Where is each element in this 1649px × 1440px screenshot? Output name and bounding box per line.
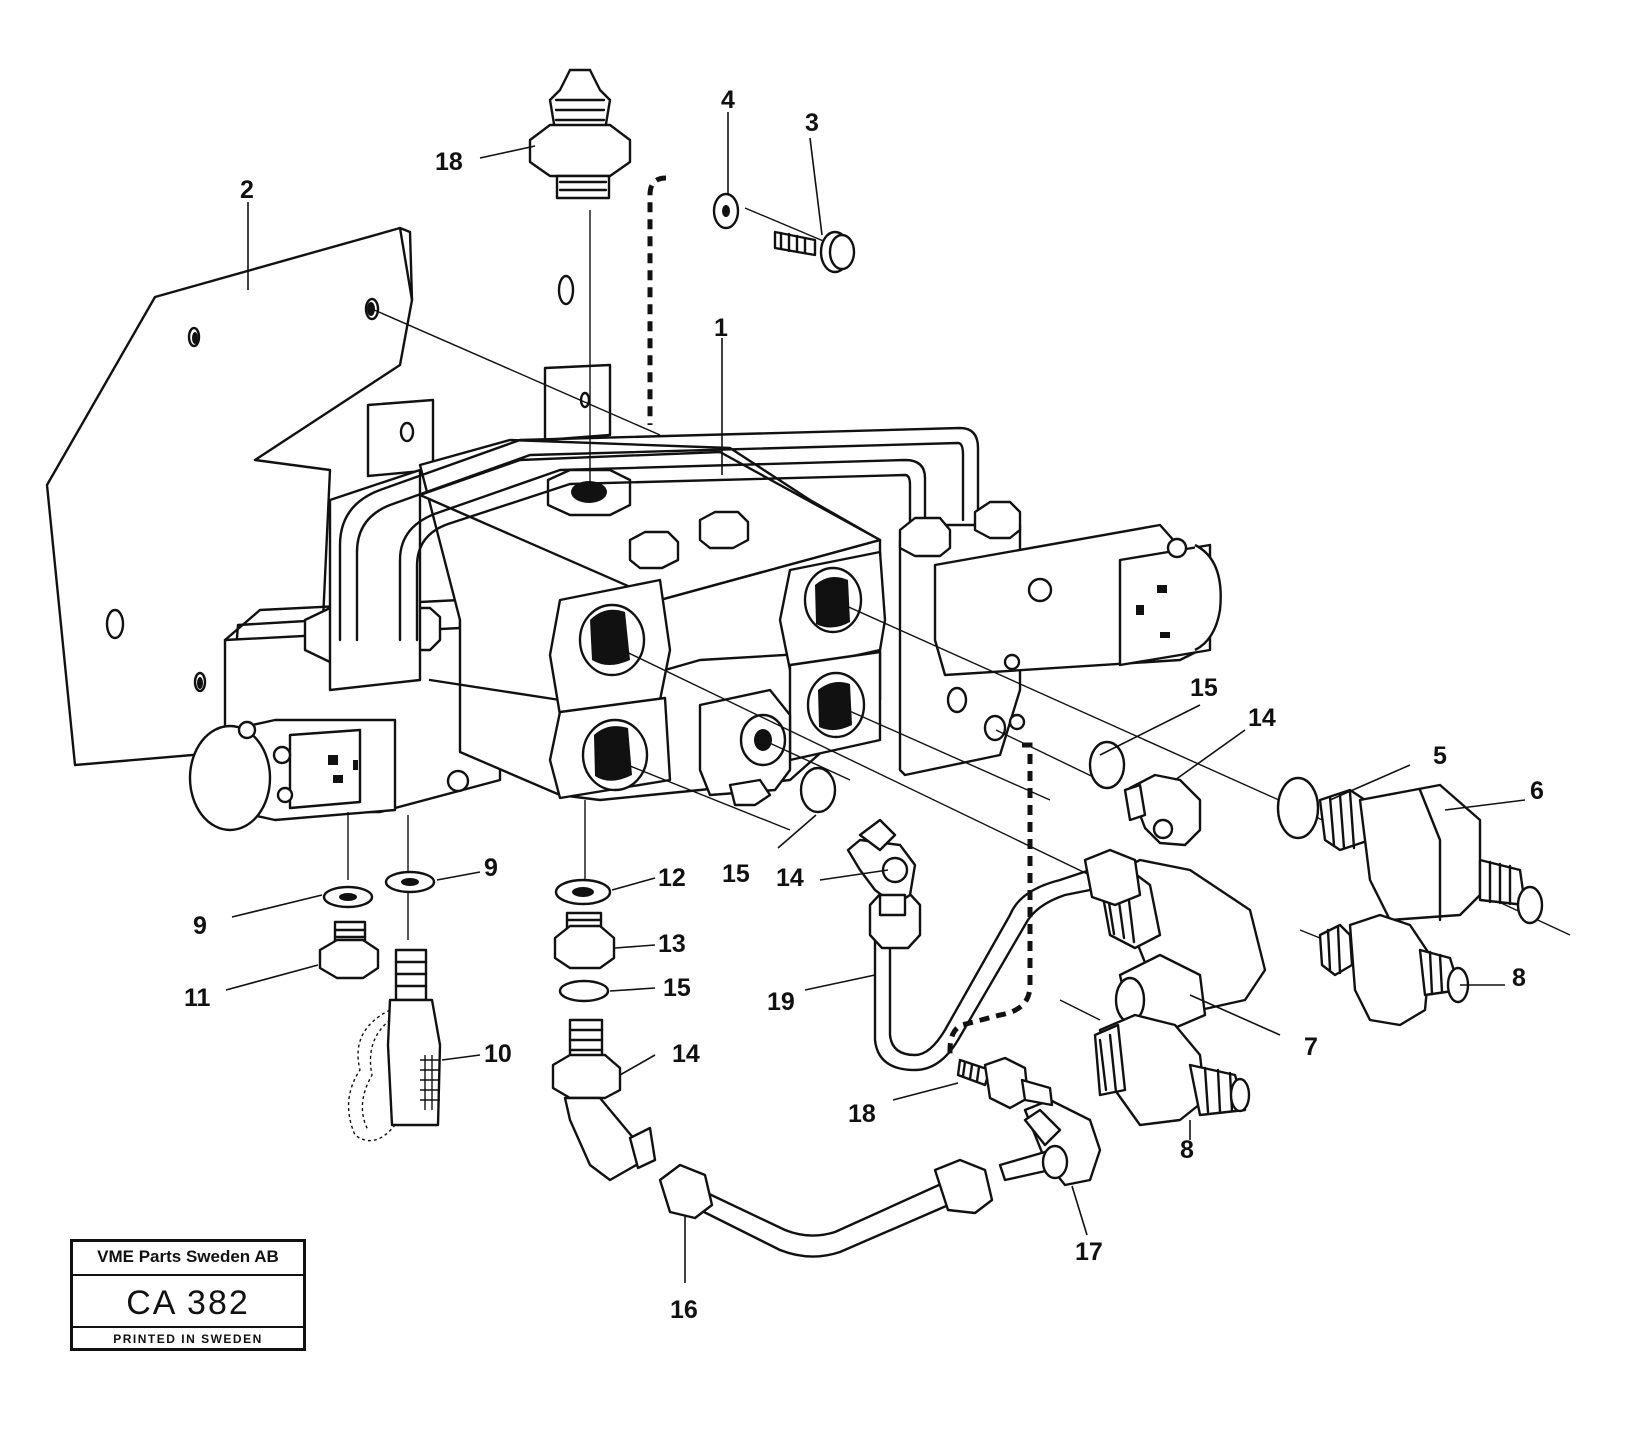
left-solenoid-valve [188,598,502,832]
part-15-oring-middle [799,766,837,814]
callout-16: 16 [670,1296,698,1324]
part-19-pipe [868,848,1142,1072]
callout-12: 12 [658,864,686,892]
pilot-pipes [338,426,980,642]
part-18-lower-fitting [956,1056,1054,1110]
callout-9-left: 9 [193,912,207,940]
mounting-bracket [45,226,575,767]
callout-3: 3 [805,109,819,137]
leader-lines [225,112,1526,1283]
callout-18-lower: 18 [848,1100,876,1128]
part-14-elbow-center [551,1018,657,1182]
valve-block [328,438,887,807]
part-14-elbow-middle [846,818,917,917]
dashed-mount-line-right [947,742,1033,1060]
bracket-tab-right [543,363,612,442]
part-7-elbow [1098,858,1267,1032]
part-8-fitting-middle [1093,1013,1251,1127]
dashed-mount-line [647,175,667,425]
callout-4: 4 [721,86,735,114]
callout-6: 6 [1530,777,1544,805]
part-13-nipple [553,911,616,970]
callout-9-right: 9 [484,854,498,882]
part-5-oring [1276,776,1320,840]
part-6-adapter [1318,783,1544,925]
callout-15-middle: 15 [722,860,750,888]
callout-14-right: 14 [1248,704,1276,732]
callout-14-middle: 14 [776,864,804,892]
part-14-fitting-right [1123,773,1202,847]
callout-15-right: 15 [1190,674,1218,702]
part-17-elbow [998,1098,1102,1187]
callout-5: 5 [1433,742,1447,770]
callout-11: 11 [184,984,211,1012]
part-16-pipe [658,1158,994,1258]
callout-8-middle: 8 [1180,1136,1194,1164]
callout-10: 10 [484,1040,512,1068]
title-stamp: VME Parts Sweden AB CA 382 PRINTED IN SW… [70,1239,306,1351]
callout-13: 13 [658,930,686,958]
stamp-company-name: VME Parts Sweden AB [73,1242,303,1276]
part-8-fitting-right [1318,913,1470,1027]
part-18-top-fitting [528,68,632,200]
part-15-oring-center [558,979,610,1003]
right-solenoid-valve [898,500,1222,777]
callout-7: 7 [1304,1033,1318,1061]
stamp-diagram-code: CA 382 [73,1276,303,1328]
callout-18-top: 18 [435,148,463,176]
callout-8-right: 8 [1512,964,1526,992]
callout-19: 19 [767,988,795,1016]
stamp-printed-note: PRINTED IN SWEDEN [113,1332,263,1346]
callout-1: 1 [714,314,728,342]
part-15-oring [1088,740,1126,790]
callout-2: 2 [240,176,254,204]
part-11-plug [318,920,380,980]
callout-17: 17 [1075,1238,1103,1266]
callout-labels: 1 2 3 4 5 6 7 8 8 9 9 10 11 12 13 14 14 … [184,86,1544,1324]
part-3-screw [773,230,856,274]
part-10-test-coupling [347,948,442,1142]
callout-14-center: 14 [672,1040,700,1068]
callout-15-center: 15 [663,974,691,1002]
